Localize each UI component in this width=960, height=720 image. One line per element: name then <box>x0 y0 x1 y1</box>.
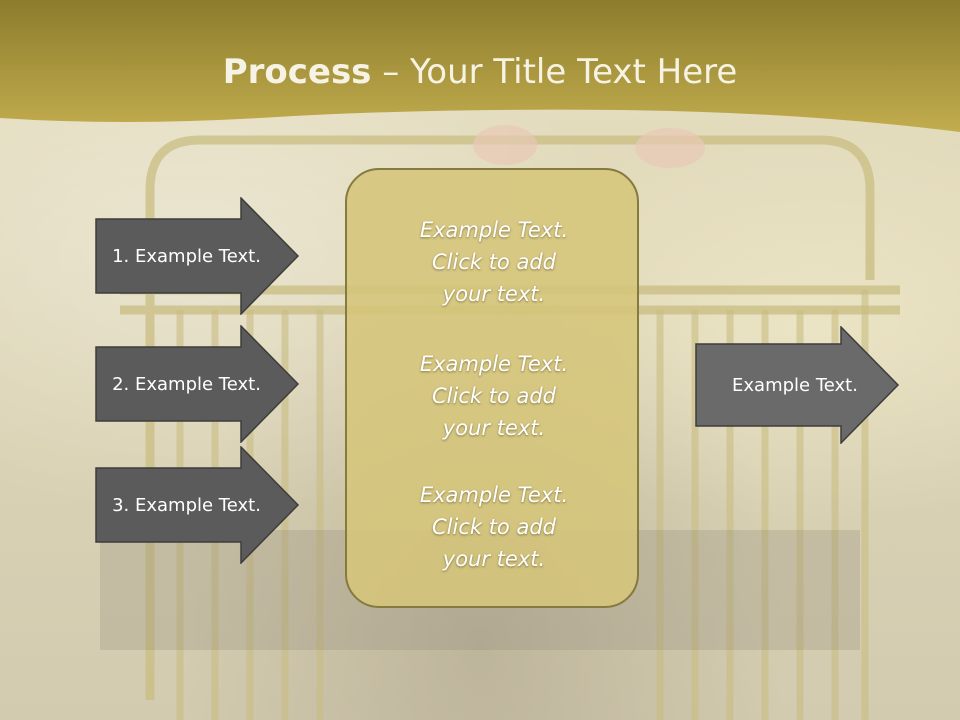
center-text-box[interactable]: Example Text. Click to add your text. Ex… <box>345 168 639 608</box>
arrow-step-1[interactable]: 1. Example Text. <box>95 197 300 315</box>
text-line: Example Text. <box>419 218 569 242</box>
text-line: your text. <box>442 282 546 306</box>
text-line: Example Text. <box>419 483 569 507</box>
title-bold: Process <box>222 52 372 92</box>
arrow-result[interactable]: Example Text. <box>695 326 900 444</box>
banner-shape <box>0 0 960 132</box>
slide-title[interactable]: Process – Your Title Text Here <box>0 52 960 92</box>
arrow-step-2[interactable]: 2. Example Text. <box>95 325 300 443</box>
arrow-shape <box>95 446 300 564</box>
text-line: your text. <box>442 547 546 571</box>
center-text-block-3[interactable]: Example Text. Click to add your text. <box>347 479 641 575</box>
text-line: your text. <box>442 416 546 440</box>
text-line: Click to add <box>431 250 556 274</box>
arrow-label: Example Text. <box>732 374 858 396</box>
arrow-label: 1. Example Text. <box>112 245 261 267</box>
arrow-label: 3. Example Text. <box>112 494 261 516</box>
title-banner: Process – Your Title Text Here <box>0 0 960 140</box>
text-line: Click to add <box>431 384 556 408</box>
center-text-block-2[interactable]: Example Text. Click to add your text. <box>347 348 641 444</box>
arrow-shape <box>695 326 900 444</box>
arrow-label: 2. Example Text. <box>112 373 261 395</box>
text-line: Click to add <box>431 515 556 539</box>
title-rest: – Your Title Text Here <box>371 52 738 92</box>
arrow-shape <box>95 197 300 315</box>
arrow-step-3[interactable]: 3. Example Text. <box>95 446 300 564</box>
text-line: Example Text. <box>419 352 569 376</box>
center-text-block-1[interactable]: Example Text. Click to add your text. <box>347 214 641 310</box>
arrow-shape <box>95 325 300 443</box>
